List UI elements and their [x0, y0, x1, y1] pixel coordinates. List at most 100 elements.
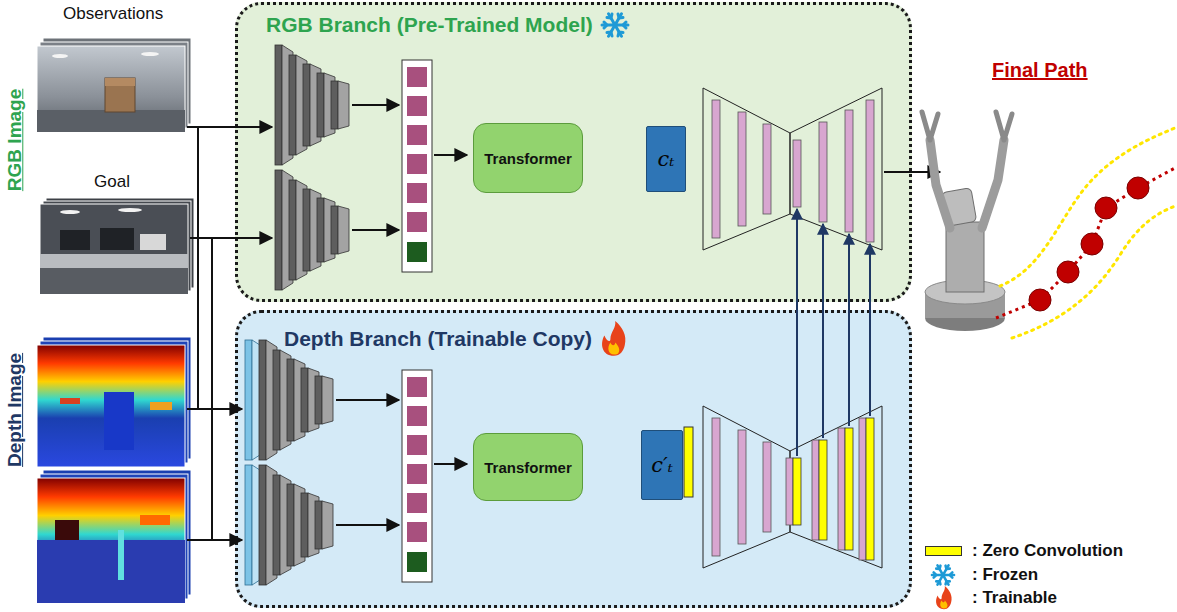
skip-injection-arrow: [869, 244, 871, 416]
zero-convolution: [793, 418, 874, 560]
unet-decoder: [790, 88, 882, 250]
unet-copy: [838, 428, 845, 550]
depth-observation-stack: [150, 402, 172, 410]
path-bounds: [1000, 128, 1175, 338]
unet-copy: [812, 440, 819, 540]
depth-observation-stack: [104, 392, 134, 450]
final-path: [1095, 197, 1117, 219]
zero-convolution: [866, 418, 874, 560]
depth-observation-stack: [37, 345, 185, 467]
input-wire: [187, 126, 272, 128]
unet-copy: [786, 458, 793, 525]
unet-copy: [712, 418, 866, 560]
legend-text: : Zero Convolution: [972, 541, 1123, 561]
robot-illustration: [996, 112, 1012, 140]
unet-copy: [703, 406, 790, 568]
zero-convolution: [684, 427, 693, 497]
depth-goal-stack: [55, 520, 79, 540]
final-path: [1057, 261, 1079, 283]
modality-label: RGB Image: [4, 89, 26, 191]
rgb-goal-stack: [40, 268, 188, 294]
zero-convolution: [845, 428, 853, 550]
box-label: Transformer: [484, 150, 572, 167]
rgb-observation-stack: [37, 38, 191, 132]
drawing-part: [259, 340, 333, 460]
output-title: Final Path: [992, 59, 1088, 82]
drawing-part: [402, 370, 432, 582]
depth-observation-stack: [37, 337, 191, 467]
flow-arrow: [336, 524, 399, 526]
rgb-goal-stack: [40, 204, 188, 294]
depth-observation-stack: [60, 398, 80, 404]
final-path: [1029, 177, 1149, 311]
drawing-part: [259, 465, 333, 585]
input-wire: [212, 238, 242, 540]
legend-text: : Frozen: [972, 565, 1038, 585]
trainable-icon: [602, 321, 625, 356]
flow-arrow: [336, 399, 399, 401]
path-bounds: [1000, 128, 1175, 286]
path-bounds: [1012, 206, 1175, 338]
rgb-goal-stack: [60, 210, 80, 214]
unet-decoder: [738, 112, 746, 226]
unet-decoder: [712, 100, 874, 242]
final-path: [1029, 289, 1051, 311]
unet-copy: [738, 430, 746, 544]
input-wire: [187, 408, 198, 410]
legend-snowflake: [932, 565, 954, 584]
unet-decoder: [712, 100, 720, 238]
robot-illustration: [922, 112, 1012, 331]
branch-panel: RGB Branch (Pre-Trained Model) Transforme…: [235, 2, 912, 302]
image-caption: Observations: [63, 4, 163, 24]
rgb-goal-stack: [118, 208, 142, 212]
condition-vector: c′ₜ: [641, 430, 683, 500]
image-caption: Goal: [94, 172, 130, 192]
depth-goal-stack: [37, 540, 185, 603]
rgb-goal-stack: [40, 198, 194, 294]
skip-injection-arrow: [822, 224, 824, 438]
unet-decoder: [819, 122, 827, 222]
input-wire: [187, 539, 212, 541]
legend-snowflake: [932, 565, 954, 584]
drawing-part: [275, 170, 349, 290]
unet-decoder: [793, 140, 801, 207]
box-label: cₜ: [658, 147, 675, 171]
rgb-observation-stack: [141, 52, 159, 56]
unet-copy: [763, 442, 771, 532]
depth-goal-stack: [37, 470, 191, 603]
box-label: c′ₜ: [651, 453, 673, 477]
robot-illustration: [930, 140, 950, 228]
unet-copy: [703, 406, 882, 568]
input-wire: [190, 237, 272, 239]
depth-goal-stack: [140, 515, 170, 525]
transformer-block: Transformer: [473, 433, 583, 501]
rgb-observation-stack: [52, 54, 68, 58]
depth-goal-stack: [37, 478, 185, 603]
flow-arrow: [352, 104, 399, 106]
unet-decoder: [866, 100, 874, 242]
rgb-goal-stack: [60, 230, 90, 250]
unet-decoder: [763, 124, 771, 214]
legend-fire: [936, 586, 952, 609]
skip-injection-arrow: [796, 209, 798, 456]
rgb-goal-stack: [100, 228, 134, 250]
rgb-observation-stack: [105, 78, 135, 112]
depth-goal-stack: [118, 530, 124, 580]
panel-title: RGB Branch (Pre-Trained Model): [266, 13, 593, 37]
skip-injection-arrow: [797, 209, 870, 456]
unet-copy: [712, 418, 720, 556]
frozen-icon: [602, 14, 628, 37]
input-wire: [198, 127, 242, 409]
rgb-observation-stack: [37, 46, 185, 132]
branch-panel: Depth Branch (Trainable Copy)Transformer…: [235, 310, 912, 608]
rgb-goal-stack: [140, 234, 166, 250]
unet-decoder: [703, 88, 882, 250]
unet-decoder: [703, 88, 790, 250]
transformer-block: Transformer: [473, 123, 583, 193]
unet-copy: [859, 418, 866, 560]
flow-arrow: [434, 154, 467, 156]
legend-fire: [936, 586, 952, 609]
rgb-goal-stack: [40, 254, 188, 268]
